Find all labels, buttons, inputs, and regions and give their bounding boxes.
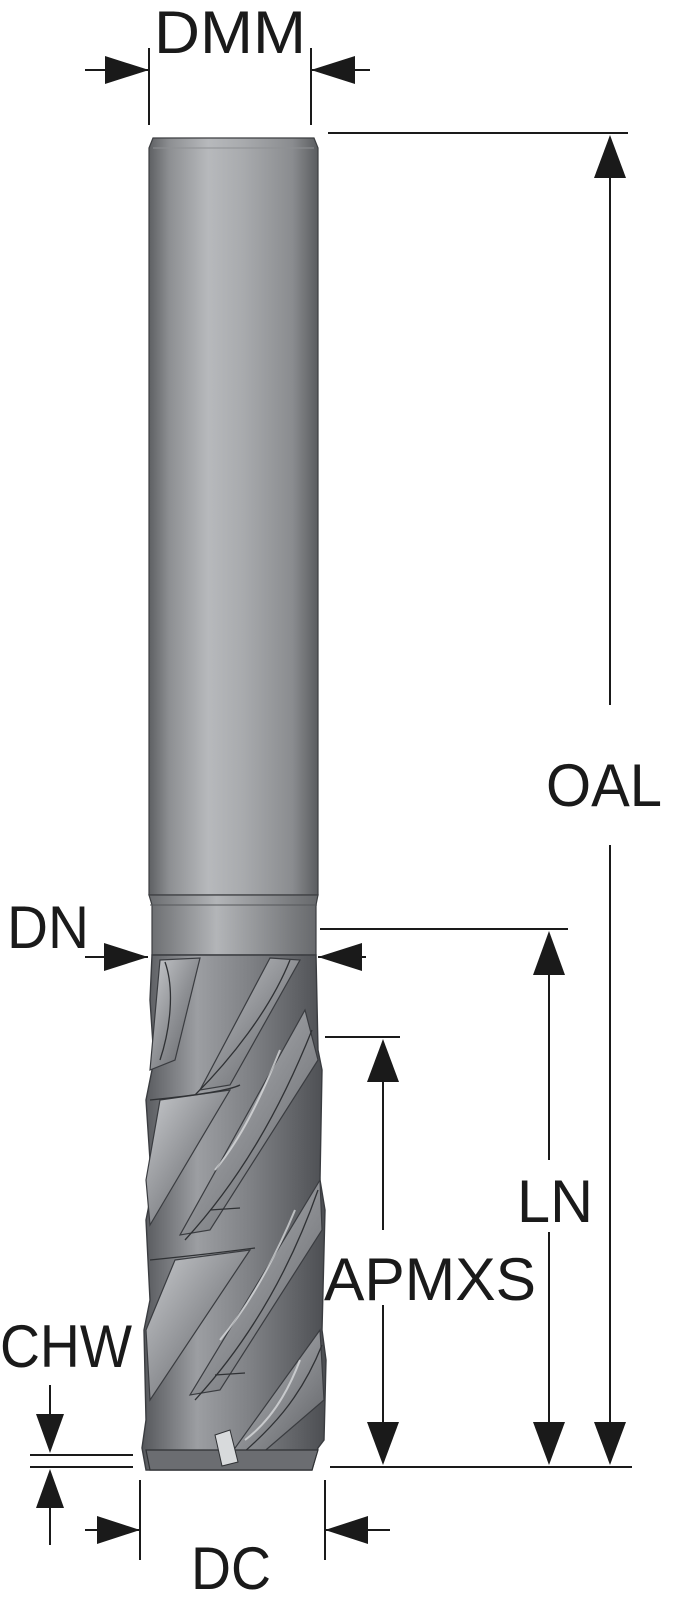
dc-arrow-left <box>97 1516 140 1544</box>
dmm-arrow-right <box>311 56 355 84</box>
ln-arrow-bottom <box>533 1422 565 1465</box>
chw-arrow-up <box>36 1469 64 1508</box>
end-mill-tool <box>141 137 327 1471</box>
label-ln: LN <box>517 1168 593 1235</box>
label-dn: DN <box>7 894 89 961</box>
dimension-labels: DMM OAL DN LN APMXS CHW DC <box>0 0 662 1600</box>
dimension-arrows <box>36 56 626 1544</box>
dmm-arrow-left <box>105 56 149 84</box>
apmxs-arrow-top <box>367 1039 399 1082</box>
dn-arrow-left <box>104 943 148 971</box>
label-apmxs: APMXS <box>324 1246 536 1313</box>
oal-arrow-top <box>594 135 626 178</box>
flute-highlights <box>214 1049 301 1441</box>
label-chw: CHW <box>0 1313 132 1380</box>
chw-arrow-down <box>36 1414 64 1453</box>
ln-arrow-top <box>533 931 565 975</box>
oal-arrow-bottom <box>594 1422 626 1465</box>
label-dc: DC <box>191 1535 271 1600</box>
dc-arrow-right <box>325 1516 368 1544</box>
shank <box>148 137 319 896</box>
neck <box>148 894 319 956</box>
dn-arrow-right <box>318 943 362 971</box>
label-dmm: DMM <box>154 0 306 66</box>
label-oal: OAL <box>546 752 662 819</box>
apmxs-arrow-bottom <box>367 1422 399 1465</box>
